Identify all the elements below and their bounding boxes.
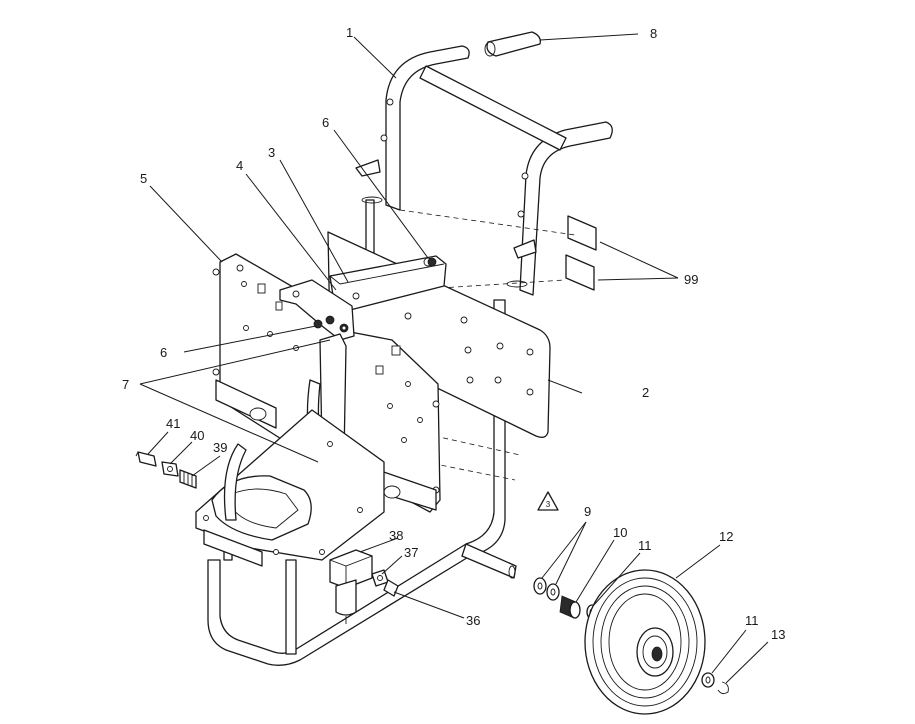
axle xyxy=(461,543,517,579)
callout-39: 39 xyxy=(213,440,227,455)
callout-1: 1 xyxy=(346,25,353,40)
threaded-nipple xyxy=(179,469,197,489)
callout-8: 8 xyxy=(650,26,657,41)
fitting xyxy=(371,569,389,587)
wheel-washers xyxy=(533,577,560,601)
swivel-fitting xyxy=(135,451,157,467)
handle-grip xyxy=(484,31,541,57)
warning-labels xyxy=(565,215,597,291)
base-plate xyxy=(195,409,385,567)
callout-6-top: 6 xyxy=(322,115,329,130)
hinge-bracket xyxy=(279,279,355,341)
warning-triangle: 3 xyxy=(537,491,559,511)
wheel-spacer xyxy=(559,595,581,619)
callout-13: 13 xyxy=(771,627,785,642)
callout-36: 36 xyxy=(466,613,480,628)
callout-7: 7 xyxy=(122,377,129,392)
callout-11-upper: 11 xyxy=(638,538,652,553)
callout-3: 3 xyxy=(268,145,275,160)
callout-6-left: 6 xyxy=(160,345,167,360)
callout-11-lower: 11 xyxy=(745,613,759,628)
cart-frame xyxy=(207,45,613,666)
callout-99: 99 xyxy=(684,272,698,287)
nut-fitting xyxy=(161,461,179,477)
callout-9: 9 xyxy=(584,504,591,519)
warning-triangle-label: 3 xyxy=(546,500,551,509)
callout-4: 4 xyxy=(236,158,243,173)
callout-41: 41 xyxy=(166,416,180,431)
callout-40: 40 xyxy=(190,428,204,443)
callout-38: 38 xyxy=(389,528,403,543)
retaining-clip xyxy=(717,681,729,695)
callout-2: 2 xyxy=(642,385,649,400)
axle-end-washer xyxy=(701,672,715,688)
callout-numbers: 1 2 3 4 5 6 6 7 8 9 10 11 12 11 13 36 37… xyxy=(122,25,785,642)
callout-37: 37 xyxy=(404,545,418,560)
callout-5: 5 xyxy=(140,171,147,186)
callout-10: 10 xyxy=(613,525,627,540)
leader-lines xyxy=(139,33,769,684)
wheel xyxy=(584,569,706,715)
callout-12: 12 xyxy=(719,529,733,544)
fuel-filter xyxy=(329,549,373,624)
